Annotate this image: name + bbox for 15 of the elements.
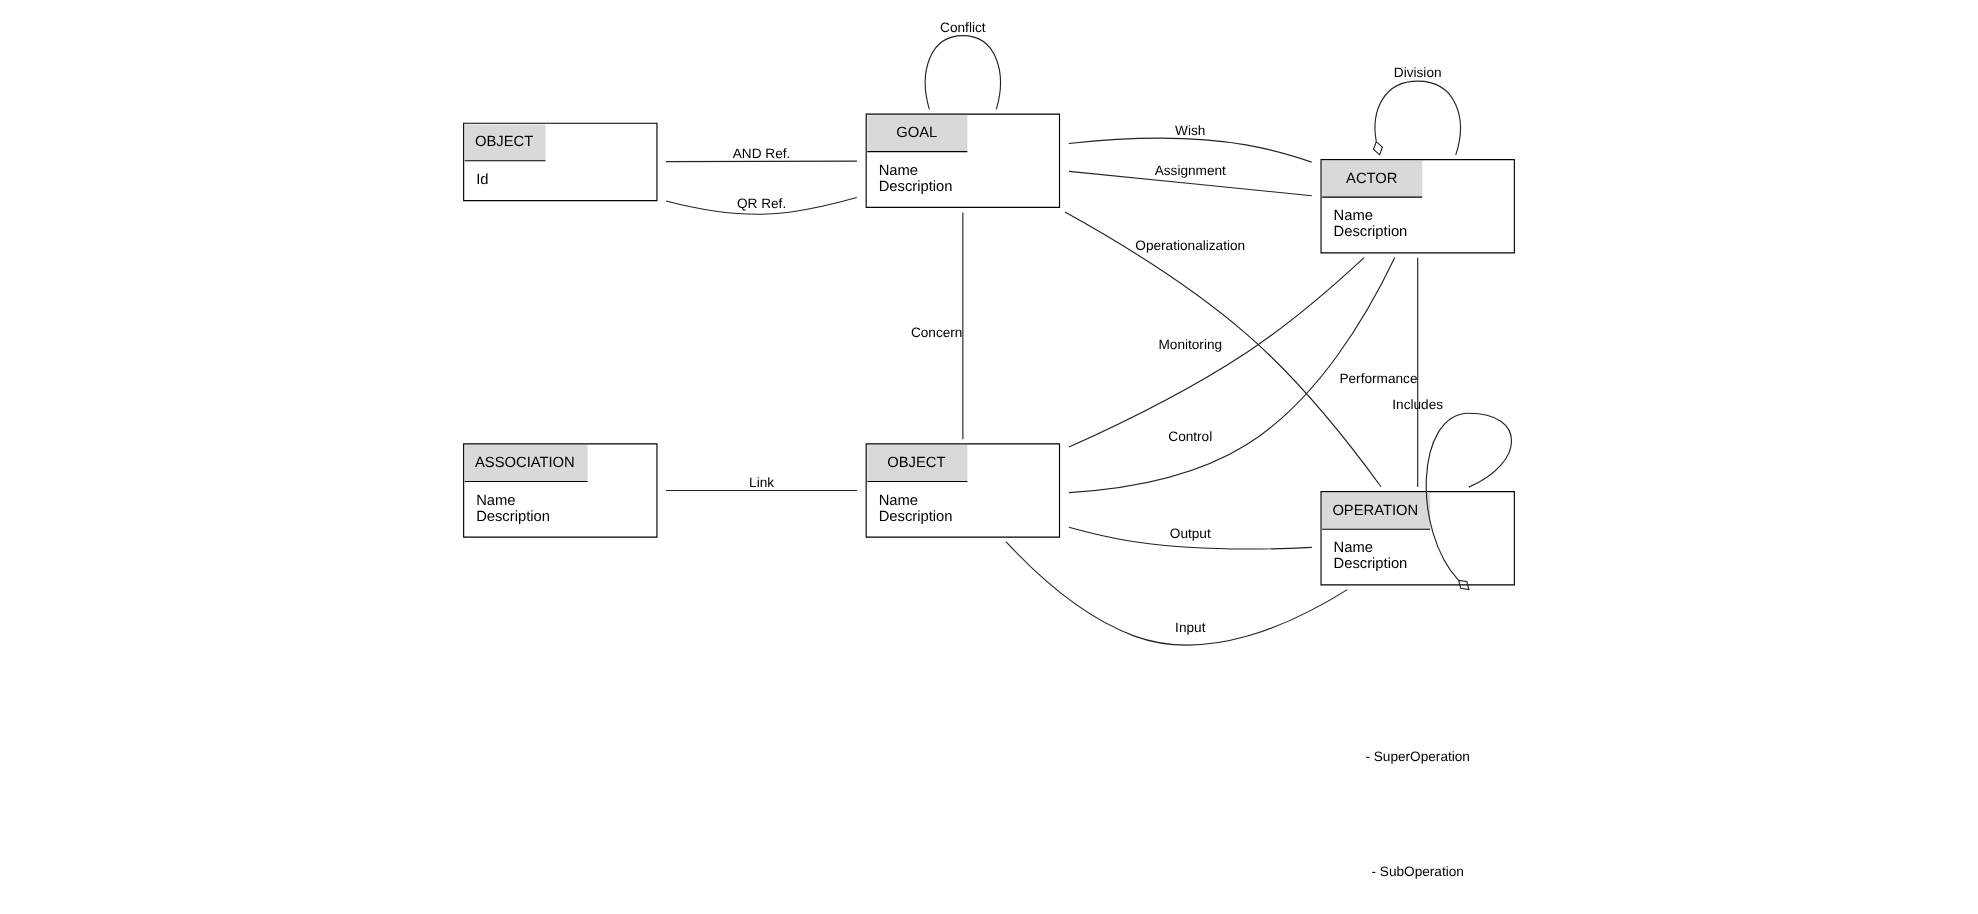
connector [1068, 257, 1365, 448]
connector [1068, 526, 1313, 550]
connector [1372, 80, 1461, 156]
connector [962, 211, 964, 440]
connector [1068, 170, 1313, 197]
connector [1005, 541, 1348, 646]
connector [1064, 211, 1382, 488]
connector [665, 490, 858, 492]
connector [1068, 137, 1313, 163]
connector [665, 196, 858, 215]
connector [1068, 256, 1396, 494]
connector [1417, 257, 1419, 488]
connector [924, 35, 1001, 110]
connector [665, 160, 858, 163]
connector [1425, 412, 1513, 591]
